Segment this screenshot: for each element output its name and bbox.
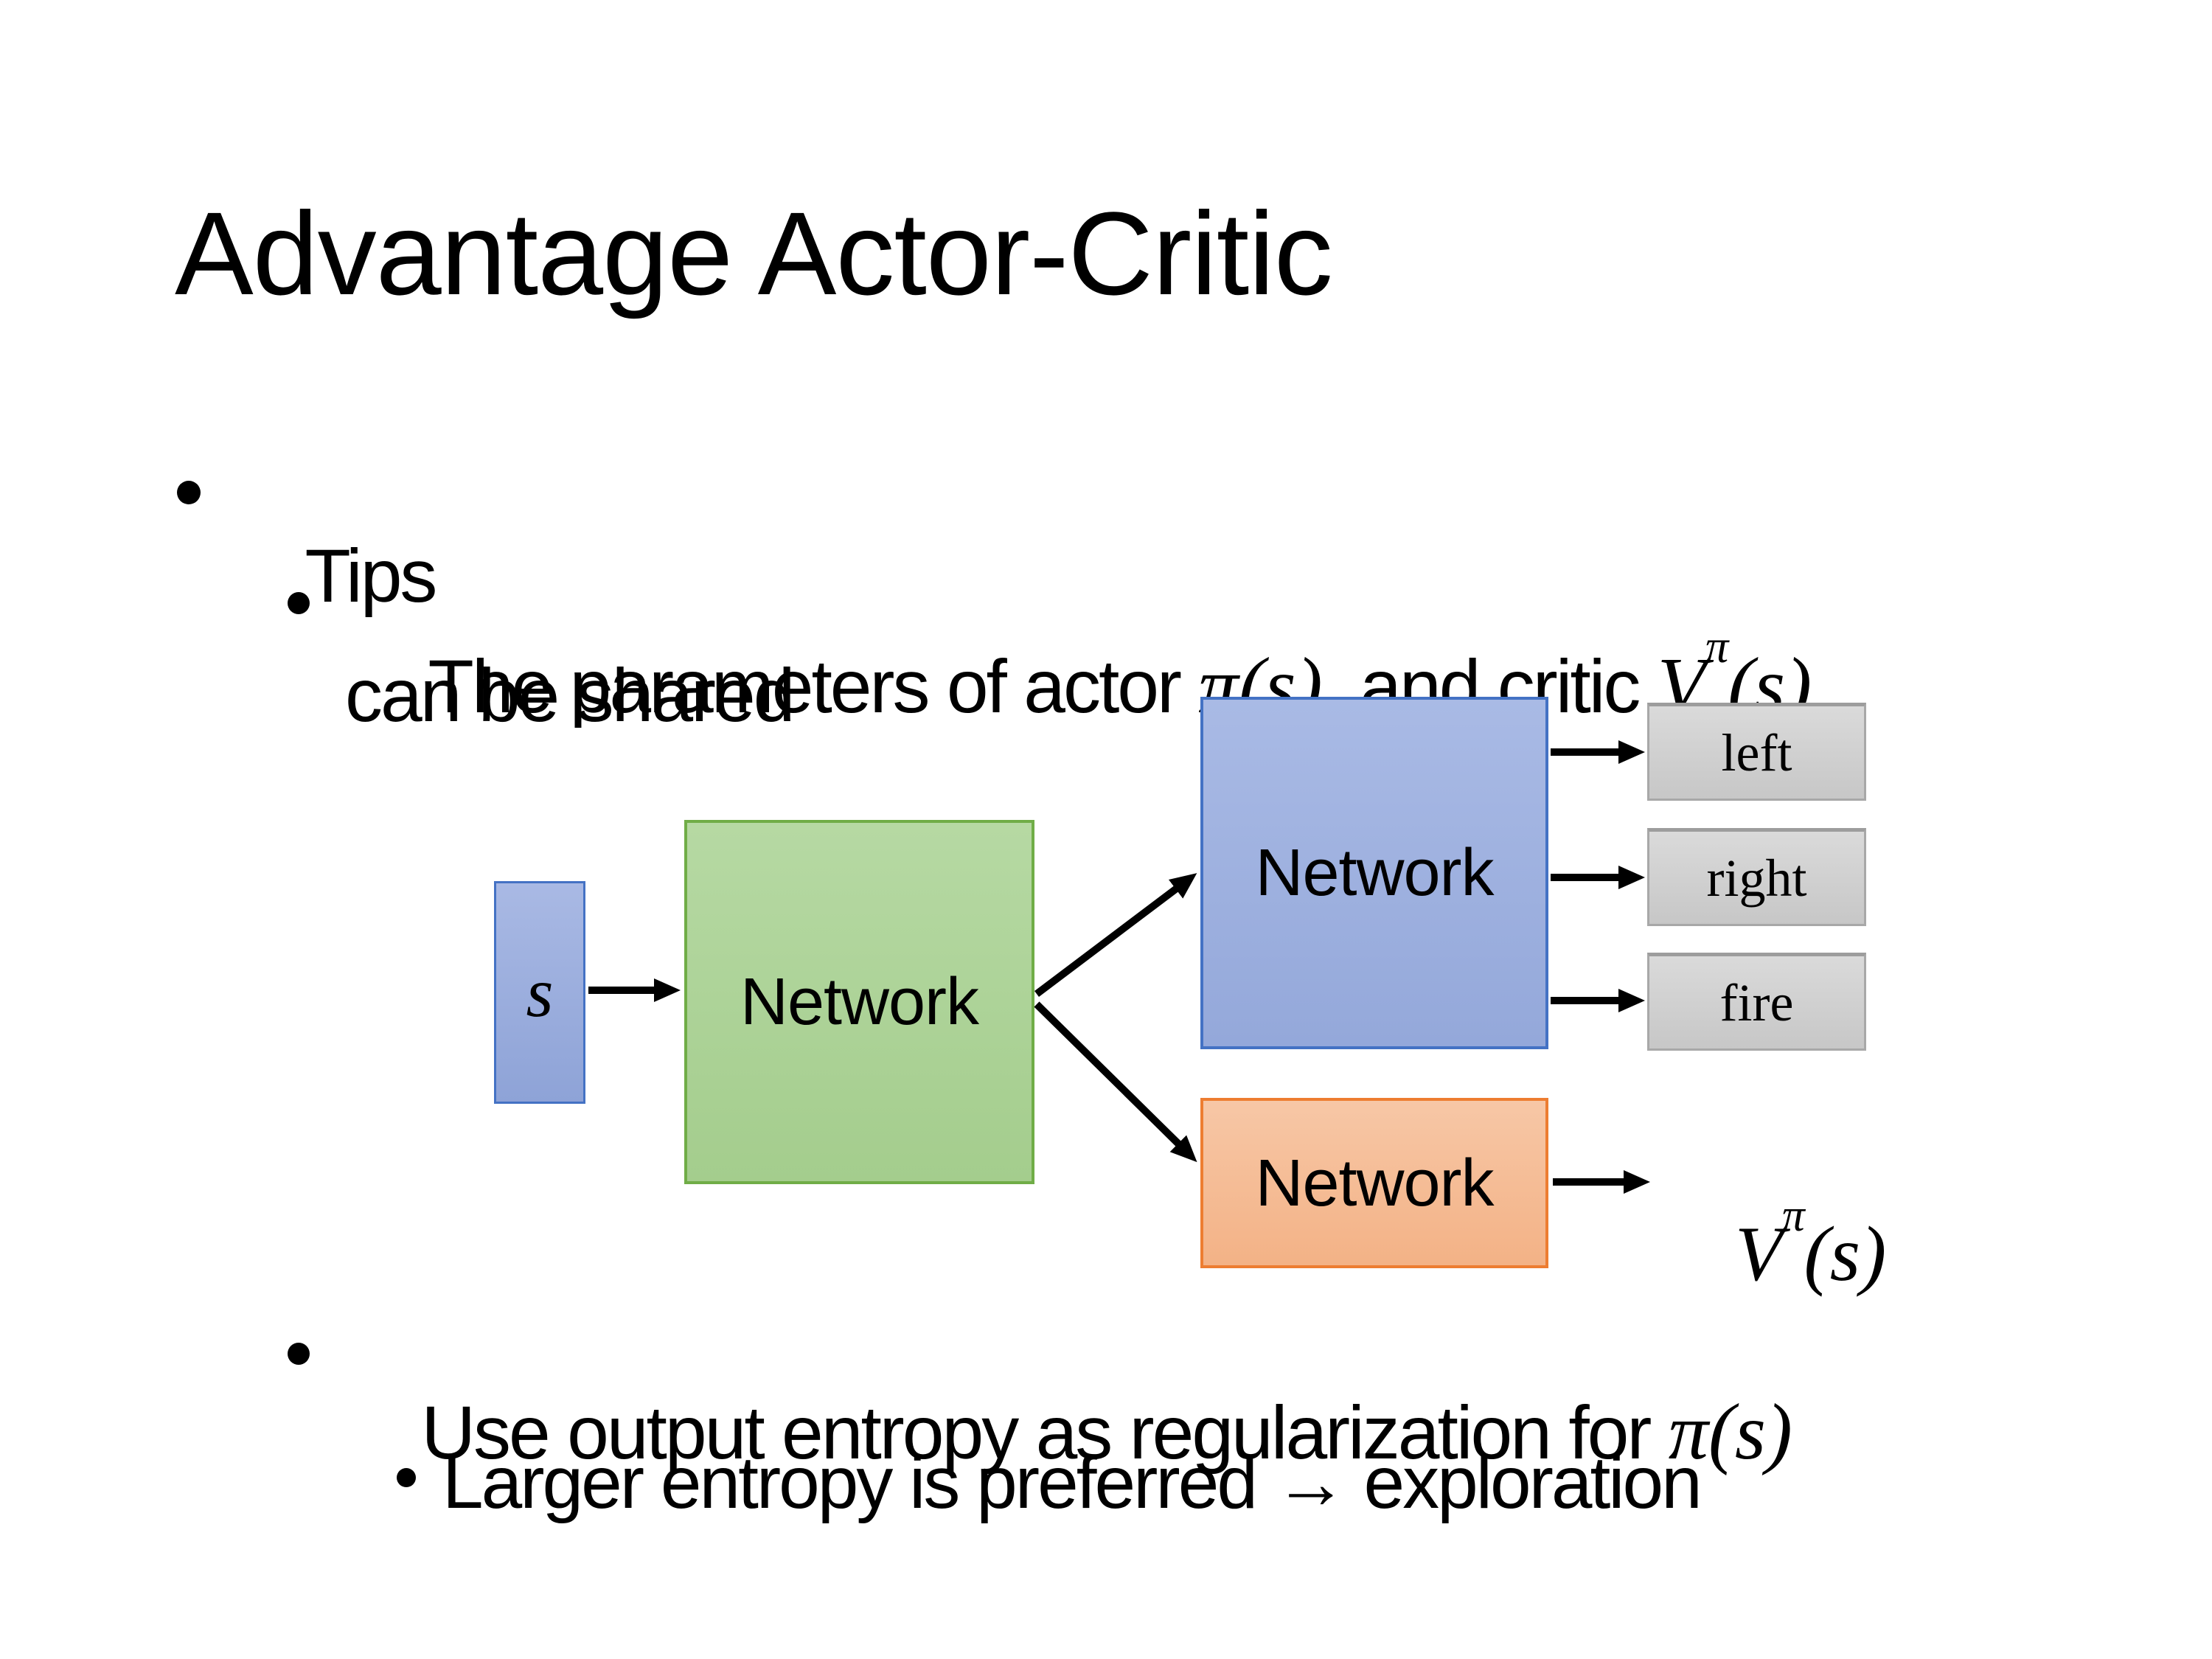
value-V: V (1735, 1211, 1783, 1297)
state-label: s (526, 953, 554, 1032)
shared-network-box: Network (684, 820, 1034, 1184)
value-arg: (s) (1804, 1211, 1887, 1297)
action-fire-label: fire (1719, 973, 1794, 1032)
bullet-parameters-text: The parameters of actor (428, 644, 1199, 728)
value-output-label: Vπ(s) (1653, 1141, 1886, 1367)
bullet-dot-level1 (177, 481, 201, 504)
action-left-label: left (1721, 723, 1792, 782)
action-box-left: left (1647, 703, 1866, 801)
critic-network-label: Network (1255, 1146, 1494, 1220)
bullet-dot-level2b (288, 1343, 310, 1365)
critic-network-box: Network (1200, 1098, 1548, 1268)
bullet-tips-label: Tips (305, 534, 438, 618)
bullet-entropy: Use output entropy as regularization for… (347, 1318, 1792, 1548)
bullet-exploration: Larger entropy is preferred → exploratio… (442, 1441, 1703, 1524)
state-box: s (494, 881, 585, 1104)
page-title: Advantage Actor-Critic (175, 187, 1333, 319)
action-right-label: right (1706, 848, 1807, 908)
bullet-tips: Tips (232, 463, 438, 689)
bullet-dot-level3 (397, 1468, 416, 1487)
bullet-entropy-text: Use output entropy as regularization for (421, 1391, 1669, 1475)
actor-network-label: Network (1255, 836, 1494, 910)
arrow-shared-to-critic (1034, 1001, 1197, 1163)
bullet-dot-level2 (288, 592, 310, 614)
arrow-shared-to-actor (1034, 873, 1197, 997)
action-box-fire: fire (1647, 953, 1866, 1051)
math-V-superscript-pi: π (1705, 621, 1729, 673)
actor-network-box: Network (1200, 697, 1548, 1049)
value-superscript-pi: π (1781, 1191, 1805, 1242)
bullet-parameters-line2: can be shared (345, 653, 795, 737)
action-box-right: right (1647, 828, 1866, 926)
shared-network-label: Network (740, 965, 979, 1039)
math-pi-s-2: π(s) (1668, 1388, 1792, 1476)
